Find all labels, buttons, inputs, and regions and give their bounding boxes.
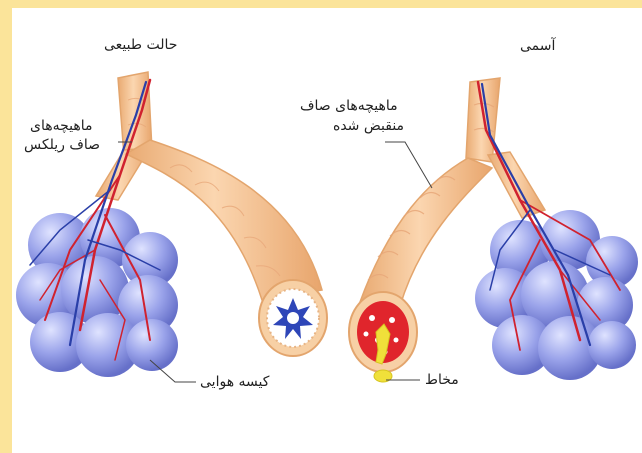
air-sac-label: کیسه هوایی [200,373,269,391]
contracted-muscle-label-line2: منقبض شده [333,117,404,135]
alveoli-right [475,210,638,380]
mucus-label: مخاط [425,371,459,389]
normal-state-title: حالت طبیعی [104,36,177,54]
relaxed-muscle-label-line2: صاف ریلکس [24,136,100,154]
relaxed-muscle-label-line1: ماهیچه‌های [30,117,93,135]
contracted-muscle-label-line1: ماهیچه‌های صاف [300,97,398,115]
alveoli-left [16,208,178,377]
asthma-title: آسمی [520,37,555,55]
